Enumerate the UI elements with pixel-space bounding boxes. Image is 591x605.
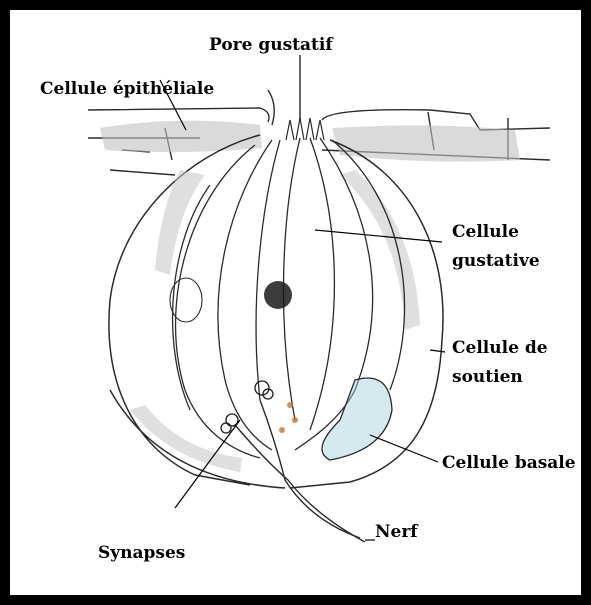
synapse-orange xyxy=(279,402,298,433)
label-synapses: Synapses xyxy=(98,543,185,563)
label-cellule-de-soutien-1: Cellule de xyxy=(452,338,548,358)
label-cellule-epitheliale: Cellule épithéliale xyxy=(40,79,214,99)
taste-bud-diagram: Pore gustatif Cellule épithéliale Cellul… xyxy=(10,10,581,595)
label-cellule-basale: Cellule basale xyxy=(442,453,576,473)
epithelium-shading xyxy=(100,121,520,162)
basal-cell xyxy=(322,378,392,460)
central-nucleus xyxy=(264,281,292,309)
support-nucleus xyxy=(170,278,202,322)
label-nerf: Nerf xyxy=(375,522,419,542)
label-cellule-gustative-2: gustative xyxy=(452,251,540,271)
label-cellule-de-soutien-2: soutien xyxy=(452,367,523,387)
microvilli xyxy=(286,118,324,140)
label-pore-gustatif: Pore gustatif xyxy=(209,35,334,55)
label-cellule-gustative-1: Cellule xyxy=(452,222,519,242)
synapse-knots xyxy=(221,381,273,433)
